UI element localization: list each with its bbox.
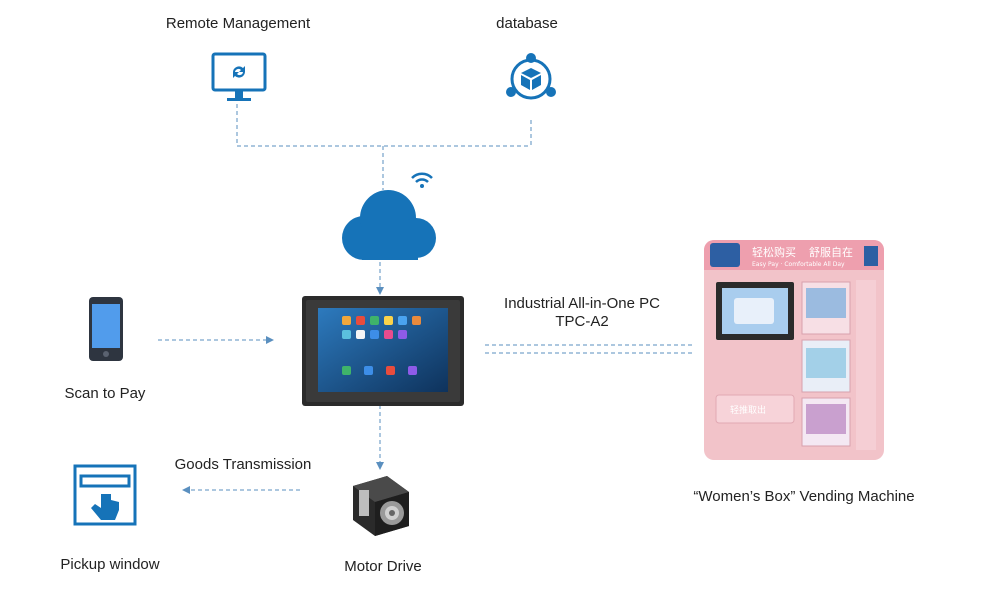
pickup-window-label: Pickup window — [60, 556, 160, 573]
industrial-pc-label-line1: Industrial All-in-One PC — [504, 295, 660, 312]
smartphone-icon — [89, 297, 123, 361]
motor-drive-label: Motor Drive — [344, 558, 422, 575]
vending-header-cn-2: 舒服自在 — [809, 245, 853, 259]
vending-header-cn-1: 轻松购买 — [752, 245, 796, 259]
monitor-sync-icon — [211, 52, 267, 101]
database-network-icon — [506, 53, 556, 100]
arrow-to-motor — [376, 462, 384, 470]
vending-machine-icon: 轻松购买 舒服自在 Easy Pay · Comfortable All Day… — [704, 240, 884, 460]
remote-management-label: Remote Management — [165, 15, 311, 32]
vending-machine-label: “Women’s Box” Vending Machine — [693, 488, 915, 505]
arrow-phone-to-pc — [266, 336, 274, 344]
motor-icon — [353, 476, 409, 536]
goods-transmission-label: Goods Transmission — [174, 456, 312, 473]
arrow-to-pickup — [182, 486, 190, 494]
industrial-pc-label: Industrial All-in-One PC TPC-A2 — [504, 295, 660, 331]
scan-to-pay-label: Scan to Pay — [64, 385, 146, 402]
arrow-to-pc — [376, 287, 384, 295]
database-label: database — [496, 15, 558, 32]
panel-pc-icon — [302, 296, 464, 406]
vending-header-en: Easy Pay · Comfortable All Day — [752, 261, 845, 268]
vending-outlet-label: 轻推取出 — [730, 404, 766, 416]
wifi-icon — [411, 172, 433, 188]
industrial-pc-label-line2: TPC-A2 — [555, 313, 609, 330]
pickup-window-icon — [73, 464, 137, 526]
cloud-icon — [342, 190, 436, 260]
